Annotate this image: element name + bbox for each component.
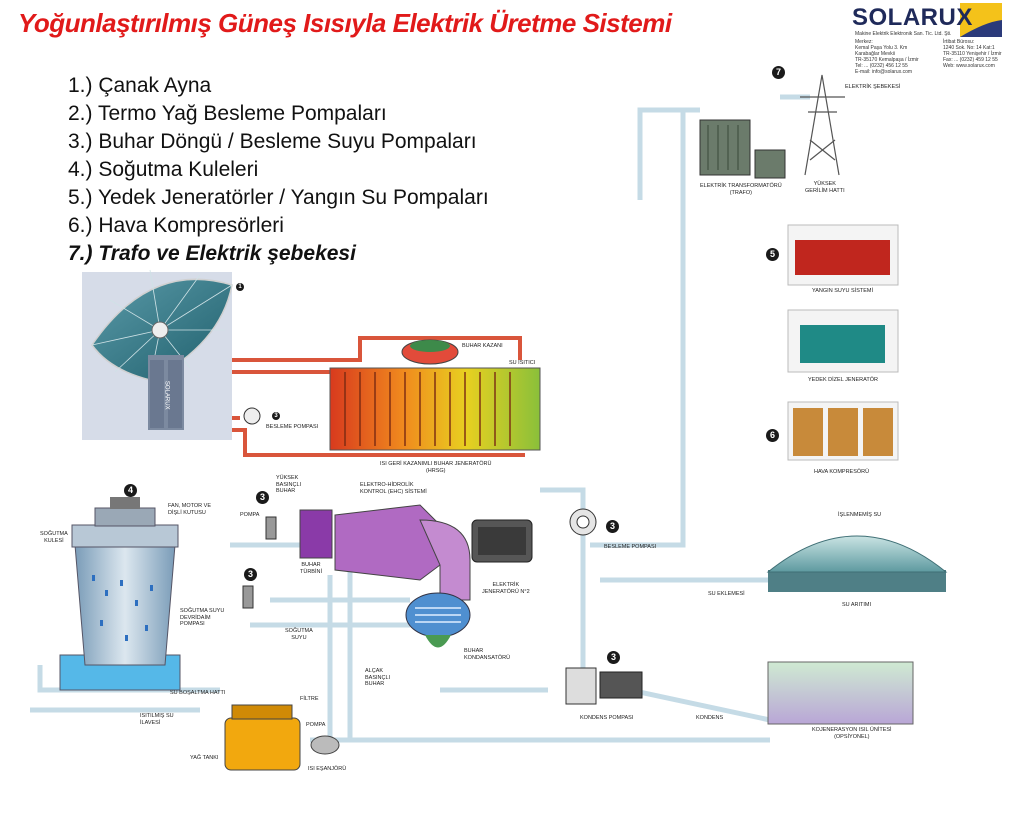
badge-4: 4 xyxy=(124,484,137,497)
air-compressor xyxy=(787,401,899,461)
oil-tank xyxy=(224,704,301,771)
label-kondens: KONDENS xyxy=(696,715,724,721)
badge-3-pump: 3 xyxy=(256,491,269,504)
steam-condenser xyxy=(405,592,471,648)
page-title: Yoğunlaştırılmış Güneş Isısıyla Elektrik… xyxy=(18,8,672,38)
fire-water-system xyxy=(787,224,899,286)
label-pompa: POMPA xyxy=(240,512,260,518)
legend-item: 4.) Soğutma Kuleleri xyxy=(68,158,259,181)
label-yag-tanki: YAĞ TANKI xyxy=(190,755,219,761)
solarux-logo xyxy=(960,3,1002,37)
label-elektrik-sebekesi: ELEKTRİK ŞEBEKESİ xyxy=(845,84,901,90)
badge-5: 5 xyxy=(766,248,779,261)
steam-turbine xyxy=(299,504,471,601)
label-yedek-dizel: YEDEK DİZEL JENERATÖR xyxy=(808,377,878,383)
label-yangin-suyu: YANGIN SUYU SİSTEMİ xyxy=(812,288,874,294)
legend-item: 6.) Hava Kompresörleri xyxy=(68,214,284,237)
legend-item: 5.) Yedek Jeneratörler / Yangın Su Pompa… xyxy=(68,186,489,209)
transformer xyxy=(699,119,786,179)
feed-pump xyxy=(569,508,597,536)
badge-3-cond: 3 xyxy=(607,651,620,664)
parabolic-dish xyxy=(82,269,233,440)
heat-exchanger xyxy=(310,735,340,755)
badge-7: 7 xyxy=(772,66,785,79)
logo-wordmark: SOLARUX xyxy=(852,4,973,31)
legend-item: 3.) Buhar Döngü / Besleme Suyu Pompaları xyxy=(68,130,477,153)
diesel-generator xyxy=(787,309,899,373)
label-su-isitici: SU ISITICI xyxy=(509,360,536,366)
label-islenmemis-su: İŞLENMEMİŞ SU xyxy=(838,512,882,518)
dish-brand: SOLARUX xyxy=(163,380,170,410)
label-hrsg: ISI GERİ KAZANIMLI BUHAR JENERATÖRÜ(HRSG… xyxy=(380,461,492,474)
label-su-bosaltma: SU BOŞALTMA HATTI xyxy=(170,690,226,696)
small-feed-pump xyxy=(243,407,261,425)
label-besleme-pompasi: BESLEME POMPASI xyxy=(604,544,657,550)
badge-3-feed: 3 xyxy=(606,520,619,533)
legend-list: 1.) Çanak Ayna 2.) Termo Yağ Besleme Pom… xyxy=(68,72,489,268)
label-isi-esanjoru: ISI EŞANJÖRÜ xyxy=(308,766,347,772)
label-trafo: ELEKTRİK TRANSFORMATÖRÜ(TRAFO) xyxy=(700,183,782,196)
label-kojenerasyon: KOJENERASYON ISIL ÜNİTESİ(OPSİYONEL) xyxy=(812,727,892,740)
power-tower xyxy=(800,74,845,176)
pumps-left xyxy=(242,516,277,609)
label-kondens-pompasi: KONDENS POMPASI xyxy=(580,715,634,721)
cooling-tower xyxy=(59,497,181,691)
label-su-eklemesi: SU EKLEMESİ xyxy=(708,591,745,597)
water-treatment-dome xyxy=(766,535,948,592)
legend-item: 7.) Trafo ve Elektrik şebekesi xyxy=(68,242,356,265)
legend-item: 1.) Çanak Ayna xyxy=(68,74,212,97)
condensate-pump xyxy=(565,667,643,705)
contact-right: İrtibat Bürosu:1240 Sok. No: 14 Kat:1 TR… xyxy=(943,39,1002,69)
legend-item: 2.) Termo Yağ Besleme Pompaları xyxy=(68,102,387,125)
company-name: Makine Elektrik Elektronik San. Tic. Ltd… xyxy=(855,31,952,37)
label-pompa-2: POMPA xyxy=(306,722,326,728)
cogeneration-unit xyxy=(767,661,914,725)
badge-1: 1 xyxy=(236,283,244,291)
badge-3-circ: 3 xyxy=(244,568,257,581)
label-besleme-pompasi-small: BESLEME POMPASI xyxy=(266,424,319,430)
contact-left: Merkez:Kemal Paşa Yolu 3. Km Karabağlar … xyxy=(855,39,919,75)
label-filtre: FİLTRE xyxy=(300,696,319,702)
label-buhar-kazani: BUHAR KAZANI xyxy=(462,343,503,349)
hrsg-unit xyxy=(329,339,541,451)
badge-6: 6 xyxy=(766,429,779,442)
badge-3-small: 3 xyxy=(272,412,280,420)
electric-generator xyxy=(471,519,533,563)
label-hava-kompresoru: HAVA KOMPRESÖRÜ xyxy=(814,469,870,475)
label-su-aritimi: SU ARITIMI xyxy=(842,602,872,608)
